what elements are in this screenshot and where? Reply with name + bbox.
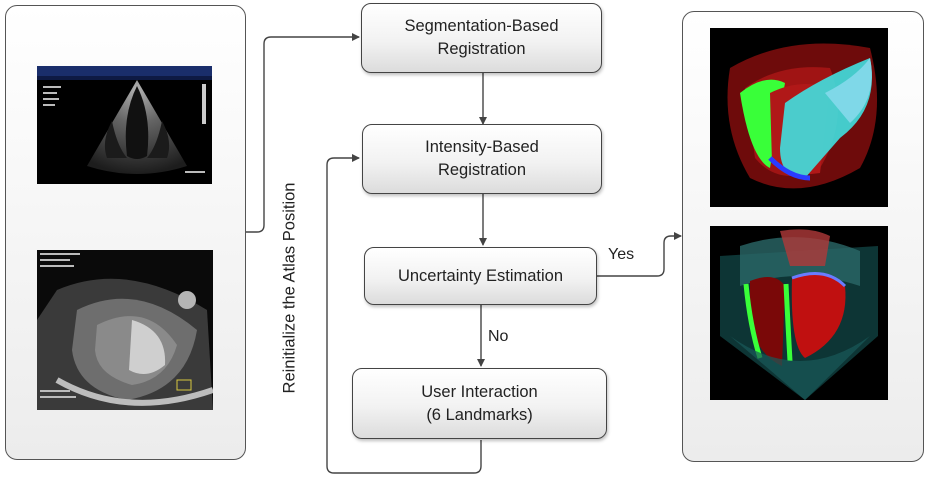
intensity-box-line1: Intensity-Based [425,138,539,156]
segmentation-box-line1: Segmentation-Based [404,17,559,35]
ultrasound-image [37,66,212,184]
intensity-registration-box: Intensity-Based Registration [362,124,602,194]
intensity-box-line2: Registration [437,161,527,179]
segmentation-box-line2: Registration [437,40,526,58]
ct-image [37,250,213,410]
user-box-line2: (6 Landmarks) [426,405,533,424]
yes-label: Yes [608,246,635,263]
user-box-line1: User Interaction [421,382,538,401]
user-interaction-box: User Interaction (6 Landmarks) [352,368,607,439]
no-label: No [488,328,509,345]
fused-heart-section-bottom [710,226,888,400]
uncertainty-box-label: Uncertainty Estimation [397,266,564,285]
uncertainty-estimation-box: Uncertainty Estimation [364,247,597,305]
segmentation-registration-box: Segmentation-Based Registration [361,3,602,73]
fused-heart-view-top [710,28,888,207]
reinitialize-label: Reinitialize the Atlas Position [280,182,299,394]
